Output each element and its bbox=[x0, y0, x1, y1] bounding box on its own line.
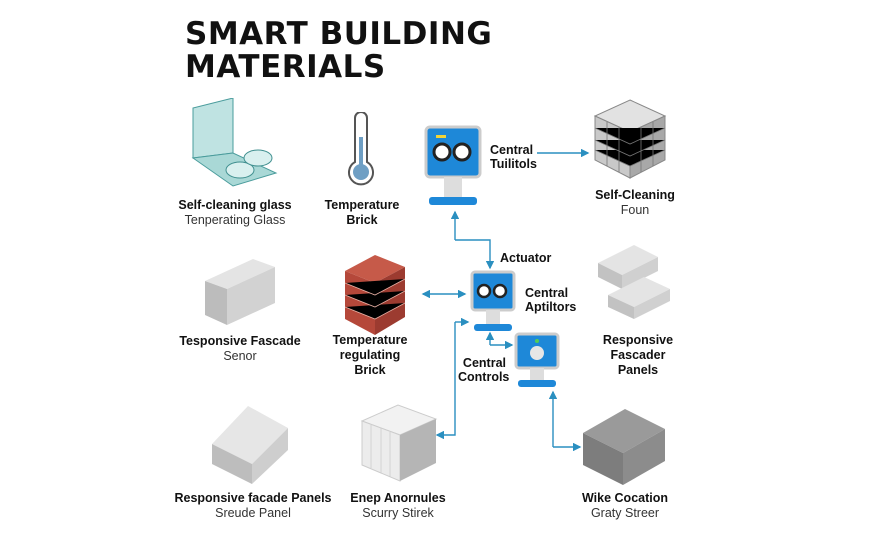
stacked-slabs-icon bbox=[598, 245, 670, 319]
actuator-device-icon bbox=[470, 270, 516, 331]
concrete-block-icon bbox=[205, 259, 275, 325]
facade-panel-icon bbox=[212, 406, 288, 484]
glass-icon bbox=[191, 98, 278, 187]
title-line-1: SMART BUILDING bbox=[185, 16, 493, 52]
grey-cube-icon bbox=[583, 409, 665, 485]
label-temperature-brick: Temperature Brick bbox=[324, 198, 400, 227]
controls-device-icon bbox=[514, 332, 560, 387]
brick-cube-icon bbox=[344, 255, 406, 335]
title-line-2: MATERIALS bbox=[185, 49, 386, 85]
thermometer-icon bbox=[348, 112, 374, 186]
white-cube-icon bbox=[360, 404, 438, 482]
label-actuator: Actuator bbox=[500, 251, 552, 265]
central-device-icon bbox=[424, 125, 482, 205]
tile-cube-icon bbox=[593, 99, 667, 179]
